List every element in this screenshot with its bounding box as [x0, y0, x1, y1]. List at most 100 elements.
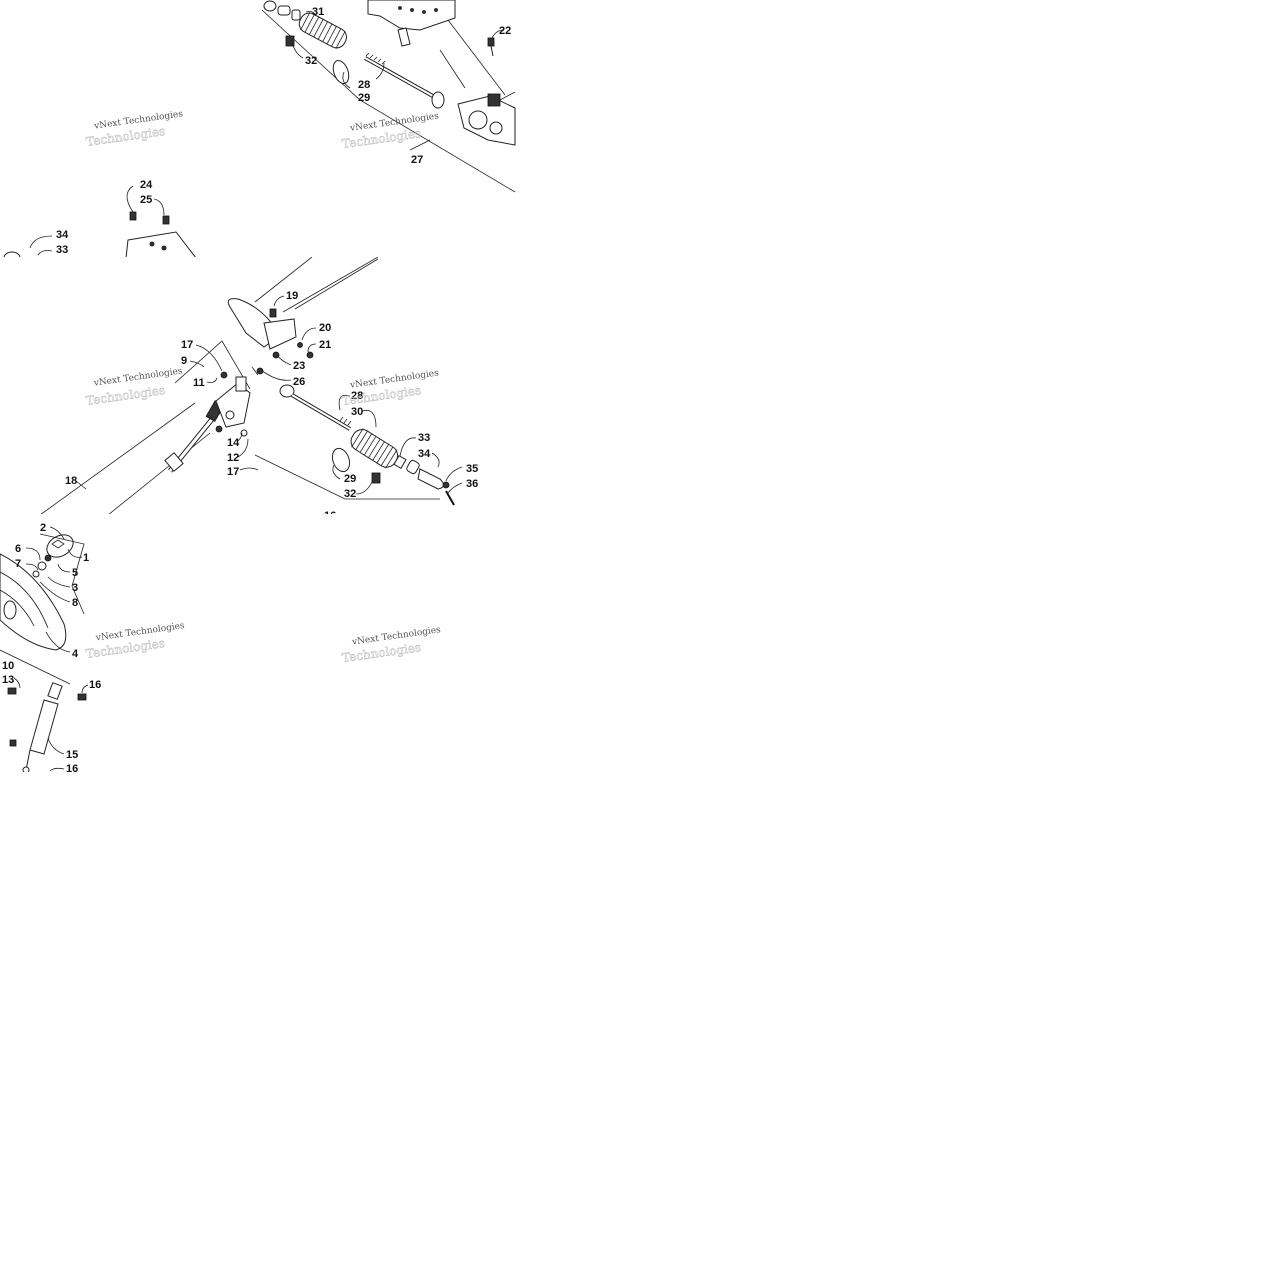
bolt-32-part: [371, 472, 381, 484]
clamp-ring-part: [331, 447, 351, 473]
leader-line: [290, 39, 304, 59]
leader-line: [355, 481, 373, 495]
leader-line: [342, 71, 351, 89]
callout-label: 10: [2, 660, 14, 672]
callout-label: 24: [140, 179, 153, 191]
leader-line: [332, 464, 341, 480]
leader-line: [81, 684, 89, 694]
leader-line: [49, 767, 65, 772]
leader-line: [75, 480, 87, 490]
callout-label: 21: [319, 339, 331, 351]
callout-label: 36: [466, 478, 478, 490]
leader-line: [13, 677, 21, 689]
callout-label: 18: [65, 475, 77, 487]
tie-rod-end-lower-part: [3, 251, 21, 258]
mounting-plate-part: [367, 0, 456, 31]
steering-bracket-part: [215, 366, 264, 428]
leader-line: [37, 250, 53, 256]
leader-line: [195, 344, 223, 372]
callout-label: 20: [319, 322, 331, 334]
leader-line: [307, 343, 317, 353]
leader-line: [301, 327, 317, 341]
watermark: Technologies vNext Technologies: [85, 366, 184, 408]
leader-line: [439, 49, 466, 89]
callout-label: 33: [418, 432, 430, 444]
leader-line: [239, 467, 259, 471]
watermark: Technologies vNext Technologies: [85, 109, 184, 149]
leader-line: [67, 548, 83, 558]
leader-line: [47, 737, 65, 755]
leader-line: [237, 432, 243, 442]
callout-label: 14: [227, 437, 240, 449]
callout-label: 28: [351, 390, 363, 402]
callout-label: 13: [2, 674, 14, 686]
leader-line: [206, 377, 218, 383]
callout-label: 12: [227, 452, 239, 464]
tie-rod-end-part: [263, 0, 301, 21]
leader-line: [361, 409, 377, 428]
callout-label: 1: [83, 552, 89, 564]
leader-line: [338, 394, 351, 411]
bolt-13-part: [7, 687, 17, 695]
nut-part: [9, 739, 17, 747]
leader-line: [447, 482, 463, 494]
tile-2-drawing: 19 20 21 17 9 23 26 11 28 30 33 34 14 12…: [39, 257, 478, 515]
steering-wheel-part: [0, 553, 67, 651]
leader-line: [49, 526, 65, 540]
clamp-ring-part: [332, 59, 350, 85]
callout-label: 16: [66, 763, 78, 772]
tile-3-drawing: 2 1 6 7 5 3 8 4 10 13 16 15 16 Technolog…: [0, 522, 442, 772]
nut-17-part: [220, 371, 228, 379]
callout-label: 28: [358, 79, 370, 91]
callout-label: 29: [358, 92, 370, 104]
rack-shaft-part: [364, 52, 445, 109]
callout-label: 16: [89, 679, 101, 691]
callout-label: 23: [293, 360, 305, 372]
bracket-tab-part: [397, 27, 411, 47]
leader-line: [237, 438, 249, 458]
leader-line: [447, 19, 506, 96]
leader-line: [25, 563, 39, 571]
column-tube-line: [294, 258, 379, 310]
column-tube-line: [254, 257, 313, 303]
callout-label: 15: [66, 749, 78, 761]
leader-line: [491, 29, 505, 39]
leader-line: [25, 547, 41, 561]
svg-text:vNext Technologies: vNext Technologies: [92, 366, 183, 389]
bolt-22-part: [487, 37, 495, 57]
leader-line: [431, 452, 440, 468]
damper-part: [22, 682, 63, 772]
nut-14-part: [215, 425, 223, 433]
callout-label: 29: [344, 473, 356, 485]
watermark: Technologies vNext Technologies: [341, 368, 440, 408]
callout-label: 3: [72, 582, 78, 594]
callout-label: 6: [15, 543, 21, 555]
washer-12-part: [240, 429, 248, 437]
callout-label: 31: [312, 6, 324, 18]
callout-label: 4: [72, 648, 79, 660]
assembly-bracket-line: [39, 533, 85, 615]
diagram-tile-1: 31 32 28 29 22 27 24 25 34 33 Technologi…: [0, 0, 520, 258]
plate-holes: [398, 6, 438, 14]
inner-tie-rod-part: [279, 384, 352, 431]
column-support-part: [227, 298, 314, 359]
callout-label: 34: [56, 229, 69, 241]
callout-label: 22: [499, 25, 511, 37]
watermark: Technologies vNext Technologies: [341, 111, 440, 151]
leader-line: [126, 185, 134, 213]
callout-label: 27: [411, 154, 423, 166]
assembly-bracket-line: [261, 9, 516, 193]
hub-nut-part: [32, 554, 52, 578]
column-shaft-line: [107, 432, 211, 515]
callout-label: 2: [40, 522, 46, 534]
leader-line: [45, 631, 71, 653]
assembly-bracket-line: [0, 649, 71, 685]
leader-line: [305, 11, 317, 17]
boot-part: [298, 12, 347, 49]
tile-1-drawing: 31 32 28 29 22 27 24 25 34 33 Technologi…: [3, 0, 516, 258]
callout-label: 33: [56, 244, 68, 256]
callout-label: 26: [293, 376, 305, 388]
diagram-tile-2: 19 20 21 17 9 23 26 11 28 30 33 34 14 12…: [0, 257, 520, 515]
leader-line: [47, 576, 71, 588]
callout-label: 7: [15, 558, 21, 570]
